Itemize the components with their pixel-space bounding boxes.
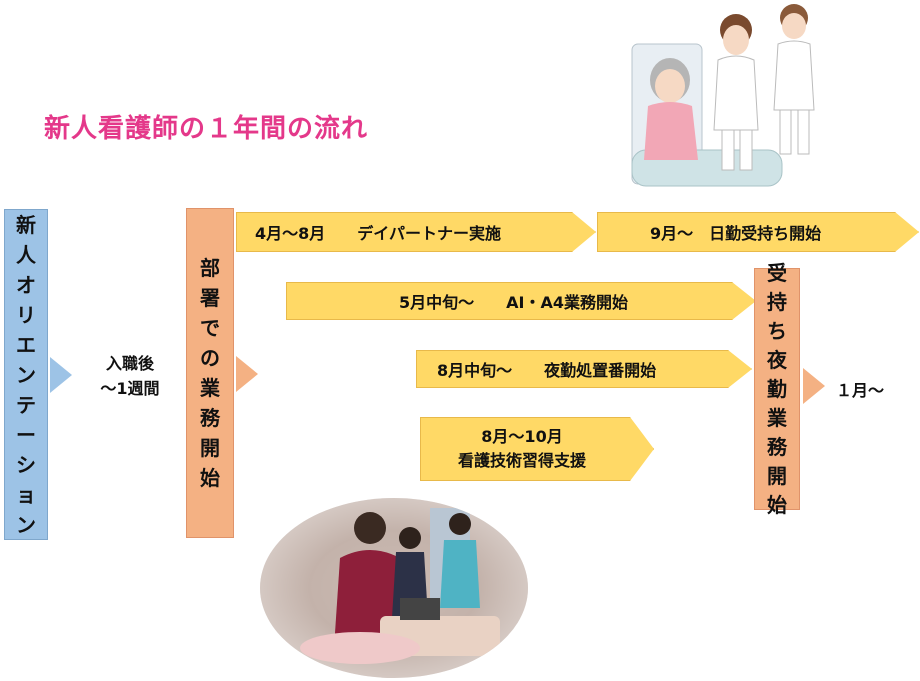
january-label: １月～ [836, 381, 885, 400]
orientation-char: オ [16, 272, 36, 297]
night-char: 勤 [767, 376, 787, 401]
dept-char: 業 [200, 376, 220, 400]
orientation-char: ン [16, 362, 36, 387]
night-char: 夜 [767, 347, 787, 372]
dept-char: 署 [200, 286, 220, 310]
night-char: 受 [767, 260, 787, 285]
dept-char: 務 [200, 406, 220, 430]
orientation-char: 新 [16, 212, 36, 237]
bar-skill-support-line2: 看護技術習得支援 [457, 451, 586, 470]
bar-skill-support-line1: 8月～10月 [481, 427, 563, 446]
after-hire-label: 入職後 ～1週間 [90, 351, 170, 401]
nurses-illustration [618, 0, 828, 188]
training-photo [260, 498, 528, 678]
night-char: 始 [767, 492, 787, 517]
orientation-char: ー [16, 422, 36, 447]
bar-day-partner: 4月～8月 デイパートナー実施 [236, 212, 596, 252]
night-char: 持 [767, 289, 787, 314]
after-hire-line1: 入職後 [105, 354, 154, 373]
page-title: 新人看護師の１年間の流れ [44, 114, 369, 144]
dept-char: で [200, 316, 220, 340]
orientation-box: 新 人 オ リ エ ン テ ー シ ョ ン [4, 209, 48, 540]
arrow-right-icon [50, 357, 72, 393]
arrow-right-icon [236, 356, 258, 392]
night-duty-box: 受 持 ち 夜 勤 業 務 開 始 [754, 261, 800, 517]
dept-char: 部 [200, 256, 220, 280]
dept-start-box: 部 署 で の 業 務 開 始 [186, 208, 234, 538]
orientation-char: リ [16, 302, 36, 327]
night-char: 開 [767, 463, 787, 488]
dept-char: の [200, 346, 220, 370]
after-hire-line2: ～1週間 [100, 379, 160, 398]
bar-ai-a4-start: 5月中旬～ AI・A4業務開始 [286, 282, 756, 320]
orientation-char: 人 [16, 242, 36, 267]
night-char: 務 [767, 434, 787, 459]
night-char: 業 [767, 405, 787, 430]
orientation-char: テ [16, 392, 36, 417]
bar-skill-support: 8月～10月 看護技術習得支援 [420, 417, 654, 481]
orientation-char: シ [16, 452, 36, 477]
orientation-char: ン [16, 512, 36, 537]
orientation-char: エ [16, 332, 36, 357]
bar-night-procedure-start: 8月中旬～ 夜勤処置番開始 [416, 350, 752, 388]
bar-day-shift-start: 9月～ 日勤受持ち開始 [597, 212, 919, 252]
dept-char: 始 [200, 466, 220, 490]
arrow-right-icon [803, 368, 825, 404]
dept-char: 開 [200, 436, 220, 460]
night-char: ち [767, 318, 787, 343]
orientation-char: ョ [16, 482, 36, 507]
